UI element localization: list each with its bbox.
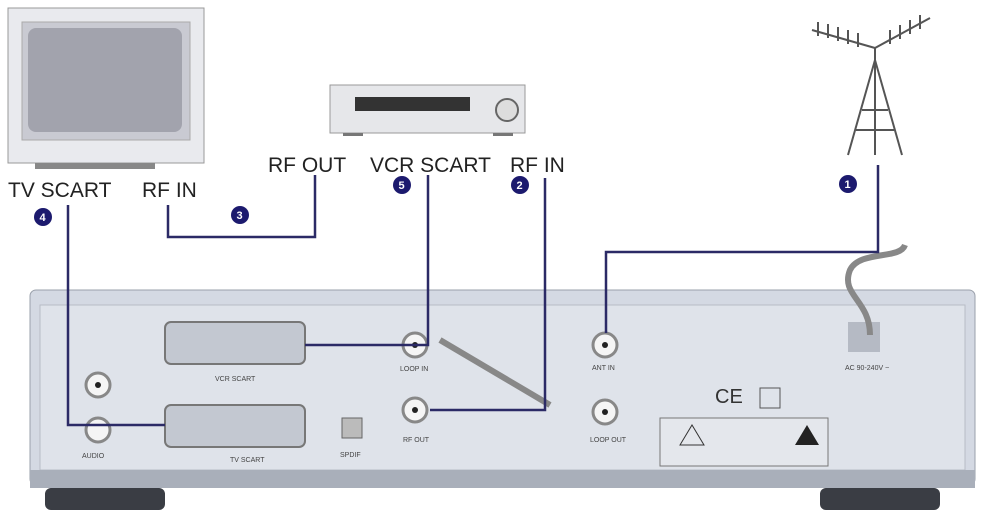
port-label-loop-out: LOOP OUT [590,437,627,444]
port-label-tv-scart: TV SCART [230,457,265,464]
wire-2 [430,178,547,412]
svg-text:4: 4 [40,212,47,224]
step-badge-4: 4 [34,208,52,226]
label-vcr-rf-in: RF IN [510,154,565,177]
port-label-spdif: SPDIF [340,452,361,459]
wire-5 [305,175,430,347]
vcr-scart-port [164,321,306,365]
svg-text:3: 3 [237,210,243,222]
svg-text:2: 2 [517,180,523,192]
port-label-ant-in: ANT IN [592,365,615,372]
svg-text:1: 1 [845,179,851,191]
wire-4 [66,205,165,427]
step-badge-3: 3 [231,206,249,224]
step-badge-5: 5 [393,176,411,194]
label-vcr-rf-out: RF OUT [268,154,346,177]
tv-scart-port [164,404,306,448]
label-tv-rf-in: RF IN [142,179,197,202]
wire-1 [604,165,880,333]
port-label-audio: AUDIO [82,453,105,460]
receiver-back-panel: CE [29,243,976,510]
vcr-icon [329,84,526,136]
port-label-rf-out: RF OUT [403,437,430,444]
antenna-icon [811,15,931,156]
svg-text:5: 5 [399,180,405,192]
step-badge-1: 1 [839,175,857,193]
wire-3 [166,175,317,239]
port-label-vcr-scart: VCR SCART [215,376,256,383]
port-label-loop-in: LOOP IN [400,366,428,373]
port-label-power: AC 90-240V ~ [845,365,889,372]
label-vcr-scart: VCR SCART [370,154,491,177]
svg-text:CE: CE [715,386,743,408]
tv-icon [7,7,205,169]
label-tv-scart: TV SCART [8,179,112,202]
step-badge-2: 2 [511,176,529,194]
